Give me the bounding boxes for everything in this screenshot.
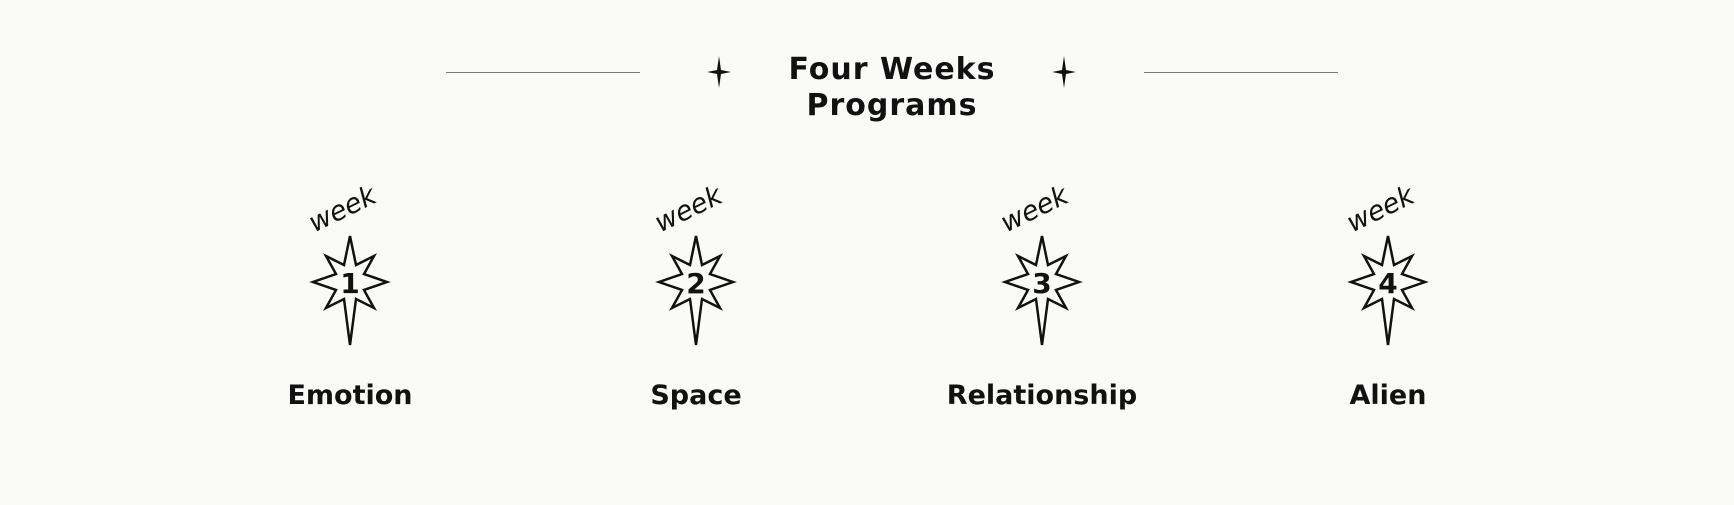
week-number: 3 [1032,267,1052,300]
week-title: Relationship [946,380,1138,411]
week-badge: week 1 [290,180,410,348]
page-header: Four Weeks Programs [0,52,1734,132]
week-title: Emotion [287,380,413,411]
eight-point-star-icon [309,235,391,346]
week-card-2: week 2 Space [576,180,816,418]
page-title-line-2: Programs [806,88,978,123]
week-card-3: week 3 Relationship [922,180,1162,418]
eight-point-star-icon [1347,235,1429,346]
week-number: 1 [340,267,360,300]
week-card-1: week 1 Emotion [230,180,470,418]
eight-point-star-icon [655,235,737,346]
right-sparkle-icon [1051,56,1077,88]
page-title: Four Weeks Programs [742,52,1042,124]
week-badge: week 4 [1328,180,1448,348]
week-badge: week 3 [982,180,1102,348]
page-title-line-1: Four Weeks [788,52,996,87]
week-number: 4 [1378,267,1398,300]
week-number: 2 [686,267,706,300]
week-card-4: week 4 Alien [1268,180,1508,418]
week-title: Alien [1349,380,1427,411]
eight-point-star-icon [1001,235,1083,346]
week-title: Space [650,380,742,411]
header-right-divider [1144,72,1338,73]
header-left-divider [446,72,640,73]
left-sparkle-icon [706,56,732,88]
week-badge: week 2 [636,180,756,348]
